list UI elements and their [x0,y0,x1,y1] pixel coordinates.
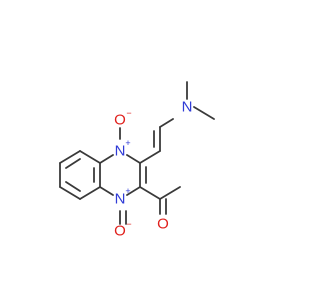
bond [126,186,141,196]
charge-minus-top: − [126,108,131,118]
atom-n-oxide-bottom: N [115,191,126,208]
bond [159,118,174,128]
bond [99,154,114,164]
bond [99,186,114,196]
bond [139,150,161,164]
charge-plus-bottom: + [125,186,130,196]
bond [65,158,81,169]
bond [193,106,215,120]
atom-o-carbonyl: O [157,216,169,233]
bond [79,150,101,164]
atom-o-oxide-bottom: O [114,223,126,240]
bond [159,186,181,200]
structure-canvas: N N + O − N + O − O [59,81,215,240]
charge-plus-top: + [125,138,130,148]
bond [59,150,81,164]
bond [65,181,81,192]
bond [139,186,161,200]
bond [126,154,141,164]
atom-n-oxide-top: N [115,143,126,160]
bond [79,186,101,200]
atom-n-amine: N [182,99,193,116]
charge-minus-bottom: − [126,219,131,229]
bond [59,186,81,200]
atom-o-oxide-top: O [114,112,126,129]
molecule-diagram: N N + O − N + O − O [59,81,215,240]
